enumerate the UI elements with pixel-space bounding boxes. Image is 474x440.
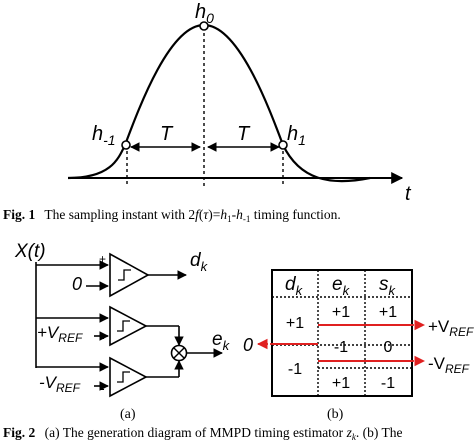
table-cell: +1 [332,375,350,392]
hysteresis-icon [117,371,130,383]
fig2b-table: dk ek sk +1 +1 +1 -1 0 -1 +1 -1 0 +VREF … [243,269,474,422]
comparator-1 [109,252,150,298]
comp1-plus: + [99,252,106,266]
table-header-d: dk [285,274,304,298]
sample-point-left [121,140,131,150]
pulse-curve [67,23,371,183]
comp3-minus: - [100,380,105,396]
table-header-s: sk [379,274,397,298]
interval-label-right: T [237,123,251,145]
peak-label: h0 [195,1,214,26]
fig1-caption: Fig. 1 The sampling instant with 2f(τ)=h… [3,207,341,224]
left-output-label: 0 [243,335,253,355]
left-sample-label: h-1 [92,123,116,148]
fig1-pulse-plot: h0 h-1 h1 T T t [67,1,412,205]
hysteresis-icon [118,269,131,281]
right-sample-label: h1 [287,123,306,148]
ref-zero-label: 0 [72,274,82,294]
ref-pos-label: +VREF [37,323,83,345]
time-axis-label: t [405,183,412,205]
table-header-e: ek [332,274,351,298]
hysteresis-icon [117,320,130,332]
panel-b-sublabel: (b) [327,407,344,422]
fig2a-diagram: X(t) + - 0 dk - +VREF - -VREF [14,241,231,422]
table-cell: 0 [384,339,393,356]
input-label: X(t) [14,241,46,262]
table-border [271,269,413,397]
table-cell: -1 [334,339,348,356]
panel-a-sublabel: (a) [120,407,136,422]
output-e-label: ek [212,329,231,353]
comp2-minus: - [100,329,105,345]
table-cell: +1 [332,304,350,321]
sample-point-right [278,140,288,150]
table-cell: +1 [379,304,397,321]
comparator-3 [109,356,148,398]
output-d-label: dk [190,250,209,274]
right-top-label: +VREF [428,317,474,339]
table-cell: -1 [381,375,395,392]
multiplier-cross-b [173,347,185,359]
comparator-2 [109,305,148,347]
fig2-caption: Fig. 2 (a) The generation diagram of MMP… [3,425,402,440]
interval-label-left: T [160,123,174,145]
ref-neg-label: -VREF [39,373,81,395]
table-cell: -1 [288,361,302,378]
right-bottom-label: -VREF [428,354,470,376]
table-cell: +1 [286,315,304,332]
sample-point-peak [199,21,209,31]
